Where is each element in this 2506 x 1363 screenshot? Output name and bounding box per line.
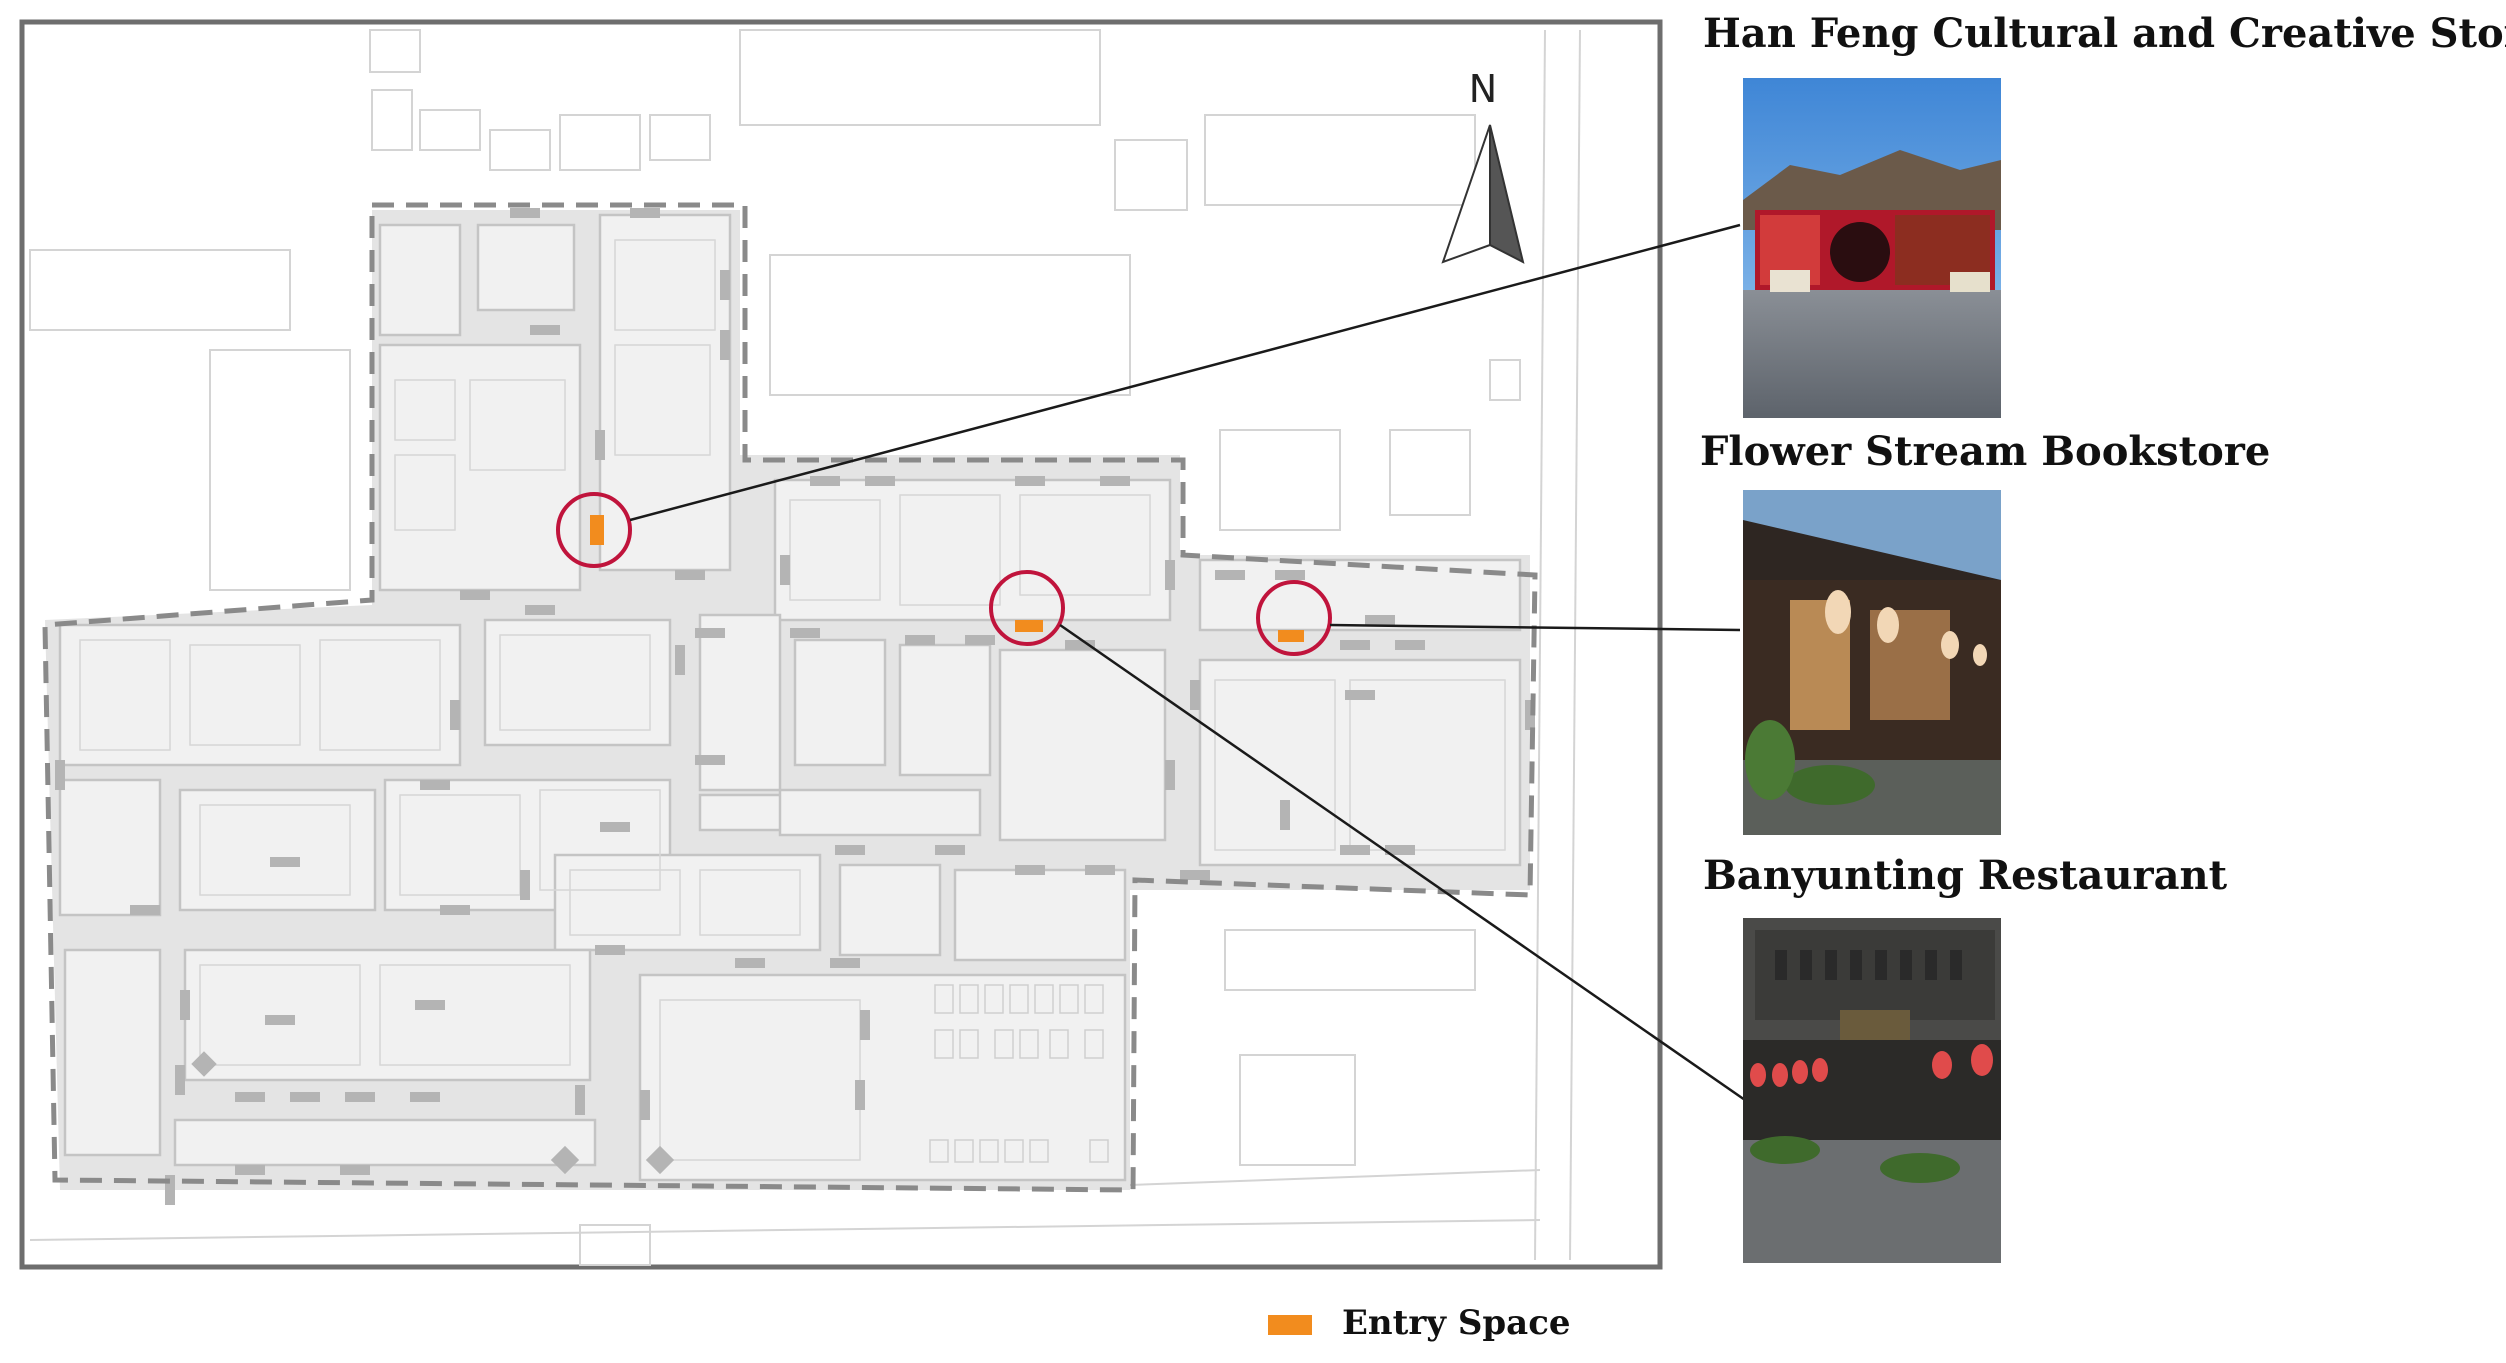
parking-grid (929, 984, 1109, 1163)
building-entrances (55, 208, 1535, 1205)
leader-lines (629, 223, 1746, 1102)
north-label: N (1469, 67, 1497, 111)
storefront-photo-lanterns-glass (1743, 490, 2001, 835)
marker-banyunting (989, 570, 1065, 646)
marker-flower-stream (1256, 580, 1332, 656)
entry-space-flower-stream (1278, 630, 1304, 642)
site-title-banyunting: Banyunting Restaurant (1703, 852, 2228, 899)
leader-line-banyunting (1059, 623, 1746, 1102)
north-arrow-icon: N (1441, 67, 1525, 264)
entry-space-han-feng (590, 515, 604, 545)
building-blocks (58, 213, 1522, 1182)
marker-han-feng (556, 492, 632, 568)
leader-line-han-feng (629, 223, 1741, 522)
entry-spaces (590, 515, 1304, 642)
storefront-photo-dark-facade (1743, 918, 2001, 1263)
study-area-boundary (42, 202, 1538, 1193)
site-markers (556, 492, 1332, 656)
entry-space-banyunting (1015, 620, 1043, 632)
legend-entry-space-swatch (1268, 1315, 1312, 1335)
storefront-photo-red-gate (1743, 78, 2001, 418)
site-title-flower-stream: Flower Stream Bookstore (1700, 428, 2271, 475)
leader-line-flower-stream (1329, 623, 1741, 632)
building-outlines (79, 239, 1506, 1161)
site-title-han-feng: Han Feng Cultural and Creative Store (1703, 10, 2506, 57)
context-buildings (29, 29, 1581, 1266)
legend-entry-space-label: Entry Space (1342, 1303, 1571, 1343)
